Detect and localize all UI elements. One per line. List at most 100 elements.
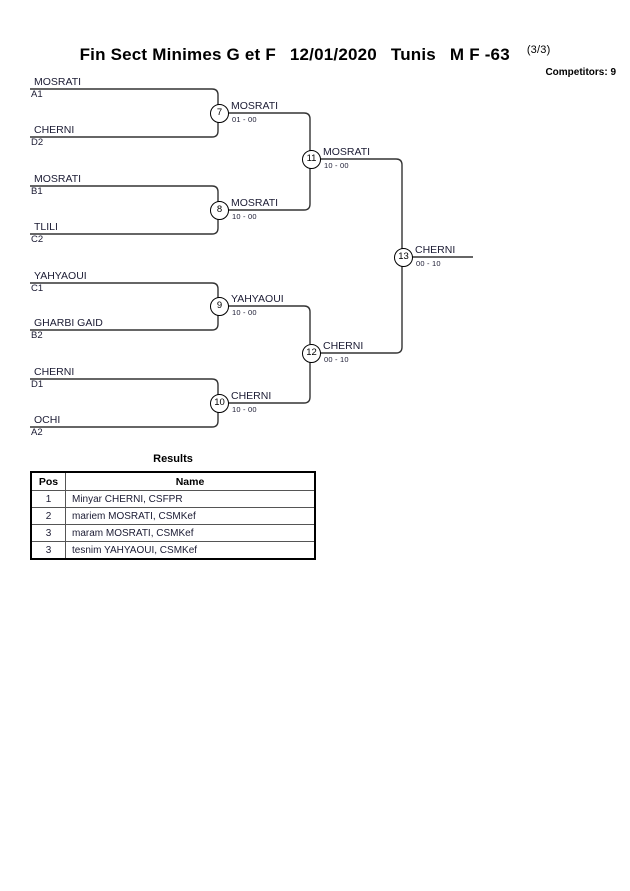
match-number-12[interactable]: 12 [302,344,321,363]
winner-r1m9: YAHYAOUI [227,290,312,306]
line-final-top [319,158,403,249]
column-header-pos: Pos [30,471,66,491]
match-score: 00 - 10 [324,355,349,364]
competitor-seed: C1 [31,283,44,294]
winner-r1m7: MOSRATI [227,97,307,113]
line-r2m11-bottom [227,166,311,211]
competitor-name: GHARBI GAID [34,317,103,329]
winner-name: CHERNI [323,340,364,352]
slot-r1m9-bottom-seed: B2 [30,330,216,344]
match-score: 10 - 00 [232,212,257,221]
result-name: Minyar CHERNI, CSFPR [65,490,316,508]
match-score: 01 - 00 [232,115,257,124]
title-event-name: Fin Sect Minimes G et F [79,44,276,64]
competitor-seed: D1 [31,379,44,390]
table-header-row: Pos Name [30,471,316,491]
match-number-8[interactable]: 8 [210,201,229,220]
slot-r1m9-top[interactable]: YAHYAOUI [30,267,216,283]
table-row[interactable]: 1 Minyar CHERNI, CSFPR [30,490,316,508]
score-r1m10: 10 - 00 [227,403,307,415]
winner-name: CHERNI [231,390,272,402]
result-position: 3 [30,541,66,560]
competitor-seed: D2 [31,137,44,148]
line-r1m8-bottom [30,217,219,235]
score-r1m9: 10 - 00 [227,306,312,318]
score-r2m11: 10 - 00 [319,159,399,171]
result-name: mariem MOSRATI, CSMKef [65,507,316,525]
line-r1m7-top [30,88,219,106]
line-r2m12-bottom [227,359,311,404]
match-number-7[interactable]: 7 [210,104,229,123]
slot-r1m7-top[interactable]: MOSRATI [30,73,216,89]
match-number-10[interactable]: 10 [210,394,229,413]
slot-r1m9-bottom[interactable]: GHARBI GAID [30,314,216,330]
page-title: Fin Sect Minimes G et F 12/01/2020 Tunis… [0,44,630,65]
competitors-count: Competitors: 9 [545,67,616,78]
winner-name: MOSRATI [323,146,371,158]
slot-r1m8-top[interactable]: MOSRATI [30,170,216,186]
competitor-seed: A1 [31,89,43,100]
competitor-seed: B2 [31,330,43,341]
slot-r1m7-top-seed: A1 [30,89,216,103]
line-r1m9-top [30,282,219,299]
line-r2m12-top [227,305,311,344]
winner-final: CHERNI [411,241,491,257]
table-row[interactable]: 2 mariem MOSRATI, CSMKef [30,507,316,525]
match-score: 00 - 10 [416,259,441,268]
match-number-11[interactable]: 11 [302,150,321,169]
score-r1m8: 10 - 00 [227,210,307,222]
column-header-name: Name [65,471,316,491]
results-title: Results [153,453,193,465]
score-r2m12: 00 - 10 [319,353,399,365]
slot-r1m9-top-seed: C1 [30,283,216,297]
slot-r1m10-bottom-seed: A2 [30,427,216,441]
line-r1m10-bottom [30,410,219,428]
score-r1m7: 01 - 00 [227,113,307,125]
slot-r1m10-bottom[interactable]: OCHI [30,411,216,427]
table-row[interactable]: 3 tesnim YAHYAOUI, CSMKef [30,541,316,560]
competitor-name: MOSRATI [34,76,82,88]
score-final: 00 - 10 [411,257,491,269]
winner-r2m11: MOSRATI [319,143,399,159]
tournament-bracket: MOSRATI A1 CHERNI D2 MOSRATI B1 TLILI C2… [30,73,491,441]
slot-r1m10-top[interactable]: CHERNI [30,363,216,379]
winner-r1m8: MOSRATI [227,194,307,210]
slot-r1m7-bottom[interactable]: CHERNI [30,121,216,137]
line-r2m11-top [227,112,311,151]
slot-r1m8-top-seed: B1 [30,186,216,200]
results-table: Pos Name 1 Minyar CHERNI, CSFPR 2 mariem… [30,471,316,560]
title-location: Tunis [390,44,436,64]
match-score: 10 - 00 [324,161,349,170]
slot-r1m8-bottom[interactable]: TLILI [30,218,216,234]
title-date: 12/01/2020 [289,44,377,64]
table-row[interactable]: 3 maram MOSRATI, CSMKef [30,524,316,542]
page-mark: (3/3) [526,44,551,56]
title-category: M F -63 [449,44,510,64]
slot-r1m7-bottom-seed: D2 [30,137,216,151]
bracket-lines [30,88,473,428]
winner-name: YAHYAOUI [231,293,284,305]
match-number-13[interactable]: 13 [394,248,413,267]
result-name: maram MOSRATI, CSMKef [65,524,316,542]
competitor-name: OCHI [34,414,61,426]
competitor-seed: C2 [31,234,44,245]
slot-r1m8-bottom-seed: C2 [30,234,216,248]
slot-r1m10-top-seed: D1 [30,379,216,393]
line-r1m9-bottom [30,313,219,331]
match-score: 10 - 00 [232,405,257,414]
winner-name: MOSRATI [231,100,279,112]
result-name: tesnim YAHYAOUI, CSMKef [65,541,316,560]
competitor-name: CHERNI [34,366,75,378]
result-position: 2 [30,507,66,525]
competitor-seed: B1 [31,186,43,197]
line-final-bottom [319,264,403,354]
line-r1m7-bottom [30,120,219,138]
result-position: 1 [30,490,66,508]
winner-r1m10: CHERNI [227,387,307,403]
winner-name: MOSRATI [231,197,279,209]
competitor-name: YAHYAOUI [34,270,87,282]
match-score: 10 - 00 [232,308,257,317]
result-position: 3 [30,524,66,542]
winner-name: CHERNI [415,244,456,256]
match-number-9[interactable]: 9 [210,297,229,316]
